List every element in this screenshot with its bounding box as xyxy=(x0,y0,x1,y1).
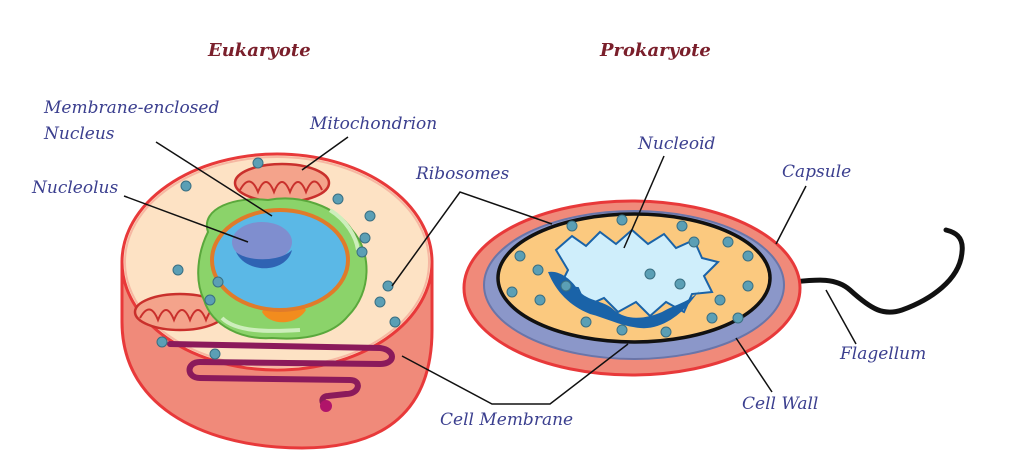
leader-nucleoid xyxy=(623,155,665,249)
leader-mitochondrion xyxy=(301,136,349,171)
leader-nucleus xyxy=(155,141,273,217)
vesicle-end xyxy=(320,400,332,412)
flagellum xyxy=(759,227,965,315)
mitochondrion-top xyxy=(233,162,331,204)
leader-flagellum xyxy=(825,289,857,345)
eukaryote-cell xyxy=(120,152,434,450)
eukaryote-cell-rim xyxy=(124,156,430,368)
golgi-apparatus xyxy=(262,302,306,323)
flagellum-label: Flagellum xyxy=(840,344,927,364)
leader-cell-wall xyxy=(735,337,773,393)
leader-nucleolus xyxy=(123,195,249,243)
nucleolus-label: Nucleolus xyxy=(32,178,119,198)
cell-wall-label: Cell Wall xyxy=(742,394,819,414)
capsule-label: Capsule xyxy=(782,162,852,182)
eukaryote-vesicle-tube xyxy=(167,341,395,409)
mitochondrion-left xyxy=(133,292,227,332)
eukaryote-ribosomes xyxy=(156,157,401,360)
membrane-enclosed-label: Membrane-enclosed xyxy=(44,98,220,118)
leader-ribosomes xyxy=(391,191,553,287)
leader-capsule xyxy=(775,185,807,245)
nucleoid xyxy=(548,228,720,329)
mitochondrion-label: Mitochondrion xyxy=(310,114,438,134)
prokaryote-ribosomes xyxy=(506,214,754,338)
cell-membrane-label: Cell Membrane xyxy=(440,410,574,430)
ribosomes-label: Ribosomes xyxy=(416,164,510,184)
leader-cell-membrane xyxy=(401,343,629,405)
nucleolus xyxy=(232,222,292,269)
prokaryote-cell xyxy=(462,199,965,377)
prokaryote-title: Prokaryote xyxy=(600,40,711,61)
eukaryote-title: Eukaryote xyxy=(208,40,311,61)
leader-lines xyxy=(123,136,857,405)
membrane-enclosed-nucleus-label: Nucleus xyxy=(44,124,115,144)
nucleoid-label: Nucleoid xyxy=(638,134,716,154)
